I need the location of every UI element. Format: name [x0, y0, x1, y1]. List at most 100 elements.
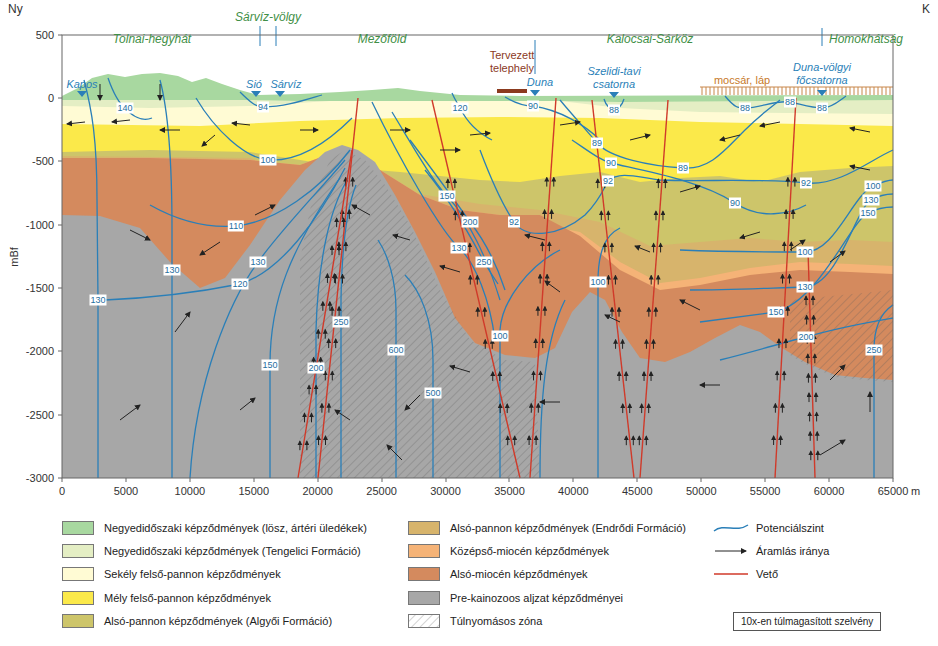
flow-arrow — [540, 275, 541, 284]
legend-text: Potenciálszint — [756, 522, 824, 535]
potential-line — [160, 80, 172, 478]
potential-line — [480, 150, 893, 233]
flow-arrow — [619, 308, 620, 317]
legend-text: Negyedidőszaki képződmények (lösz, ártér… — [104, 522, 367, 535]
potential-value: 200 — [461, 217, 478, 228]
axis-tick: -1000 — [26, 219, 54, 232]
flow-arrow — [318, 436, 319, 445]
flow-arrow — [455, 211, 456, 220]
legend-text: Sekély felső-pannon képződmények — [104, 568, 281, 581]
flow-arrow — [175, 312, 190, 332]
flow-arrow — [387, 445, 402, 460]
flow-arrow — [321, 404, 322, 413]
fault-sample — [714, 573, 748, 575]
flow-arrow — [817, 451, 818, 460]
region-name: Kalocsai-Sárköz — [607, 33, 694, 47]
water-name: Sió — [246, 78, 262, 91]
flow-arrow — [553, 178, 554, 187]
flow-arrow — [325, 371, 326, 380]
potential-value: 150 — [859, 208, 876, 219]
flow-arrow — [160, 84, 161, 100]
legend-sample — [712, 520, 752, 536]
flow-arrow — [794, 178, 795, 187]
potential-line — [680, 180, 893, 252]
flow-arrow — [549, 242, 550, 251]
axis-tick: m — [911, 485, 920, 498]
shallow-pannonian — [62, 101, 893, 478]
potential-value: 120 — [231, 279, 248, 290]
flow-arrow — [604, 243, 605, 252]
flow-arrow — [477, 276, 478, 285]
flow-arrow — [343, 218, 344, 227]
potential-value: 92 — [602, 176, 614, 187]
flow-arrow — [809, 393, 810, 402]
potential-value: 92 — [508, 217, 520, 228]
axis-tick: -3000 — [26, 472, 54, 485]
potential-value: 88 — [608, 105, 620, 116]
flow-arrow — [311, 413, 312, 422]
flow-arrow — [680, 186, 700, 192]
flow-arrow — [325, 330, 326, 339]
potential-sample — [714, 525, 748, 531]
flow-arrow — [619, 372, 620, 381]
water-name: Sárvíz — [270, 78, 301, 91]
flow-arrow — [700, 385, 720, 386]
potential-line — [690, 194, 893, 290]
potential-value: 89 — [677, 163, 689, 174]
potential-value: 100 — [796, 247, 813, 258]
potential-value: 100 — [864, 181, 881, 192]
flow-arrow — [784, 371, 785, 380]
flow-arrow — [540, 402, 560, 403]
flow-arrow — [782, 404, 783, 413]
legend-sample — [408, 613, 448, 629]
flow-arrow — [658, 276, 659, 285]
flow-arrow — [646, 340, 647, 349]
flow-arrow — [202, 135, 215, 146]
fault-line — [298, 150, 352, 478]
flow-arrow — [470, 276, 471, 285]
flow-arrow — [342, 275, 343, 284]
flow-arrow — [773, 436, 774, 445]
potential-value: 250 — [865, 345, 882, 356]
axis-ticks — [58, 35, 893, 482]
potential-value: 200 — [797, 332, 814, 343]
axis-tick: 500 — [36, 29, 54, 42]
flow-arrow — [240, 398, 255, 410]
legend-text: Mély felső-pannon képződmények — [104, 592, 271, 605]
potential-value: 150 — [261, 360, 278, 371]
flow-arrow — [325, 436, 326, 445]
flow-arrow — [820, 440, 845, 455]
flow-arrow — [440, 266, 460, 272]
flow-arrow — [789, 275, 790, 284]
site-label: Tervezett telephely — [481, 49, 543, 74]
flow-arrow — [160, 130, 180, 131]
legend-swatch — [62, 544, 94, 558]
flow-arrow — [611, 243, 612, 252]
axis-tick: 50000 — [686, 485, 717, 498]
flow-arrow — [815, 374, 816, 383]
flow-arrow — [447, 179, 448, 188]
potential-value: 500 — [424, 388, 441, 399]
potential-value: 100 — [491, 331, 508, 342]
flow-arrow — [440, 150, 460, 151]
region-name: Tolnai-hegyhát — [113, 33, 191, 47]
flow-arrow — [536, 436, 537, 445]
flow-arrow — [810, 451, 811, 460]
flow-arrow — [484, 308, 485, 317]
flow-arrow — [608, 211, 609, 220]
potential-line — [372, 102, 495, 340]
flow-arrow — [551, 210, 552, 219]
flow-arrow — [658, 179, 659, 188]
flow-arrow — [533, 371, 534, 380]
fault-line — [530, 98, 556, 478]
flow-arrow — [300, 130, 318, 131]
swamp-symbol — [702, 87, 890, 95]
potential-value: 100 — [259, 155, 276, 166]
flow-arrow — [653, 340, 654, 349]
potential-value: 250 — [475, 257, 492, 268]
potential-value: 92 — [800, 178, 812, 189]
flow-arrow — [345, 242, 346, 251]
flow-arrow — [626, 436, 627, 445]
flow-arrow — [608, 276, 609, 285]
flow-arrow — [644, 372, 645, 381]
